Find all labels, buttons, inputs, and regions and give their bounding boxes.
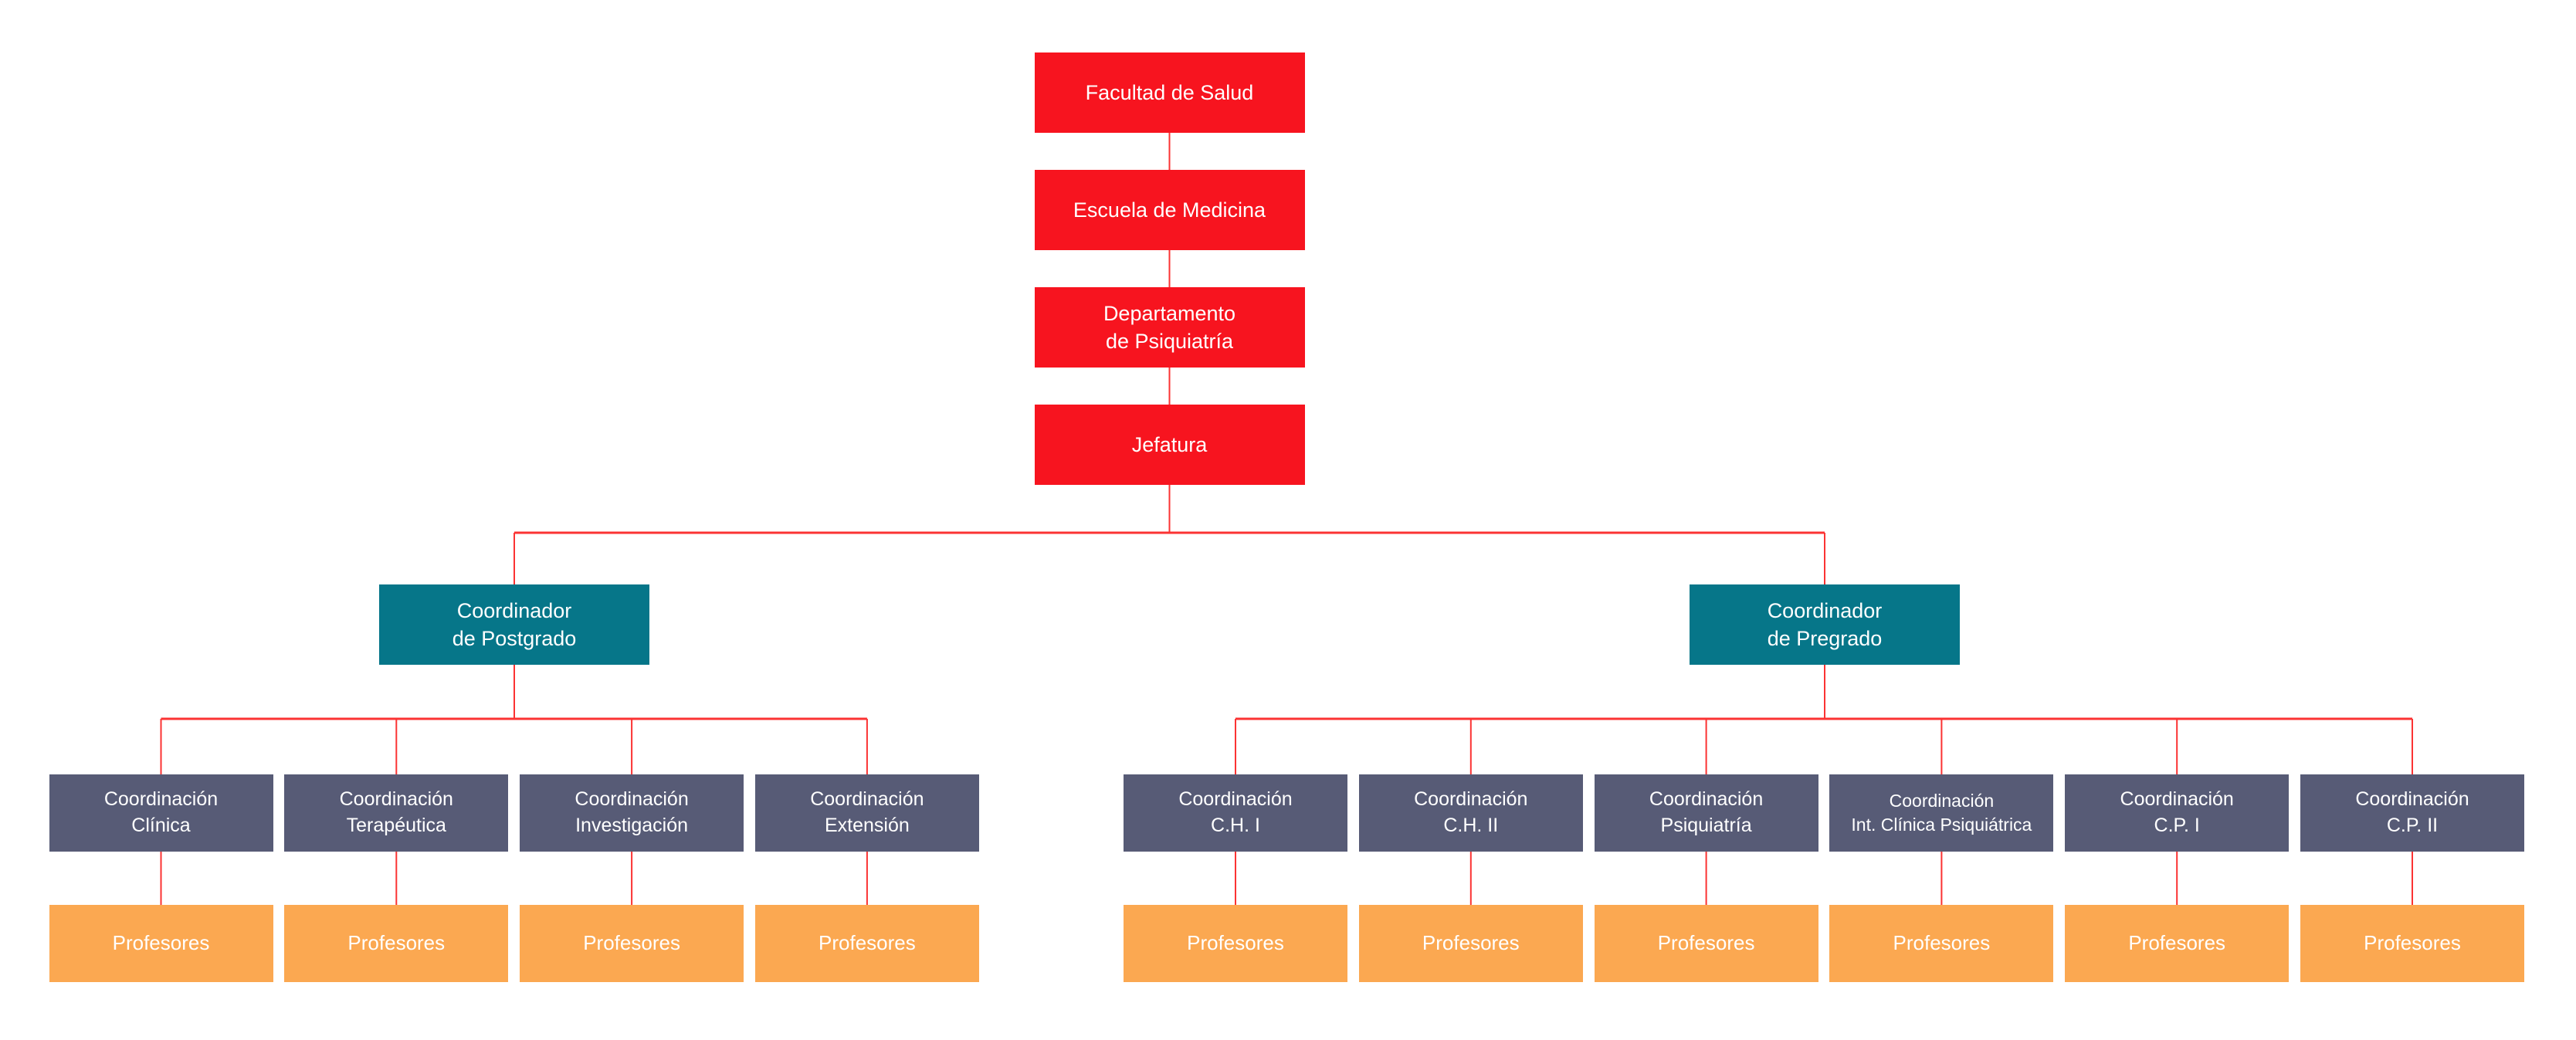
org-node-coordinacion-terapeutica: Coordinación Terapéutica — [284, 774, 509, 852]
org-node-profesores-terapeutica: Profesores — [284, 905, 509, 982]
org-node-coordinacion-clinica: Coordinación Clínica — [49, 774, 273, 852]
org-node-profesores-investigacion: Profesores — [520, 905, 744, 982]
org-node-profesores-cp-2: Profesores — [2300, 905, 2524, 982]
connector-vertical-lines — [160, 133, 2413, 905]
org-node-coordinacion-extension: Coordinación Extensión — [754, 774, 979, 852]
org-node-coordinador-de-postgrado: Coordinador de Postgrado — [379, 584, 649, 665]
org-node-coordinacion-investigacion: Coordinación Investigación — [520, 774, 744, 852]
org-node-coordinacion-ch-1: Coordinación C.H. I — [1124, 774, 1347, 852]
org-node-profesores-int-clinica-psiquiatrica: Profesores — [1829, 905, 2054, 982]
org-node-profesores-clinica: Profesores — [49, 905, 273, 982]
org-node-profesores-ch-1: Profesores — [1124, 905, 1347, 982]
org-node-coordinacion-psiquiatria: Coordinación Psiquiatría — [1594, 774, 1818, 852]
org-node-profesores-ch-2: Profesores — [1358, 905, 1583, 982]
org-node-facultad-de-salud: Facultad de Salud — [1034, 53, 1305, 133]
org-node-coordinador-de-pregrado: Coordinador de Pregrado — [1690, 584, 1960, 665]
org-node-departamento-de-psiquiatria: Departamento de Psiquiatría — [1034, 287, 1305, 368]
org-node-profesores-psiquiatria: Profesores — [1594, 905, 1818, 982]
org-node-coordinacion-int-clinica-psiquiatrica: Coordinación Int. Clínica Psiquiátrica — [1829, 774, 2054, 852]
org-node-profesores-extension: Profesores — [754, 905, 979, 982]
org-node-jefatura: Jefatura — [1034, 405, 1305, 485]
org-node-coordinacion-ch-2: Coordinación C.H. II — [1358, 774, 1583, 852]
org-node-coordinacion-cp-1: Coordinación C.P. I — [2065, 774, 2290, 852]
org-node-escuela-de-medicina: Escuela de Medicina — [1034, 170, 1305, 250]
org-node-profesores-cp-1: Profesores — [2065, 905, 2290, 982]
org-node-coordinacion-cp-2: Coordinación C.P. II — [2300, 774, 2524, 852]
